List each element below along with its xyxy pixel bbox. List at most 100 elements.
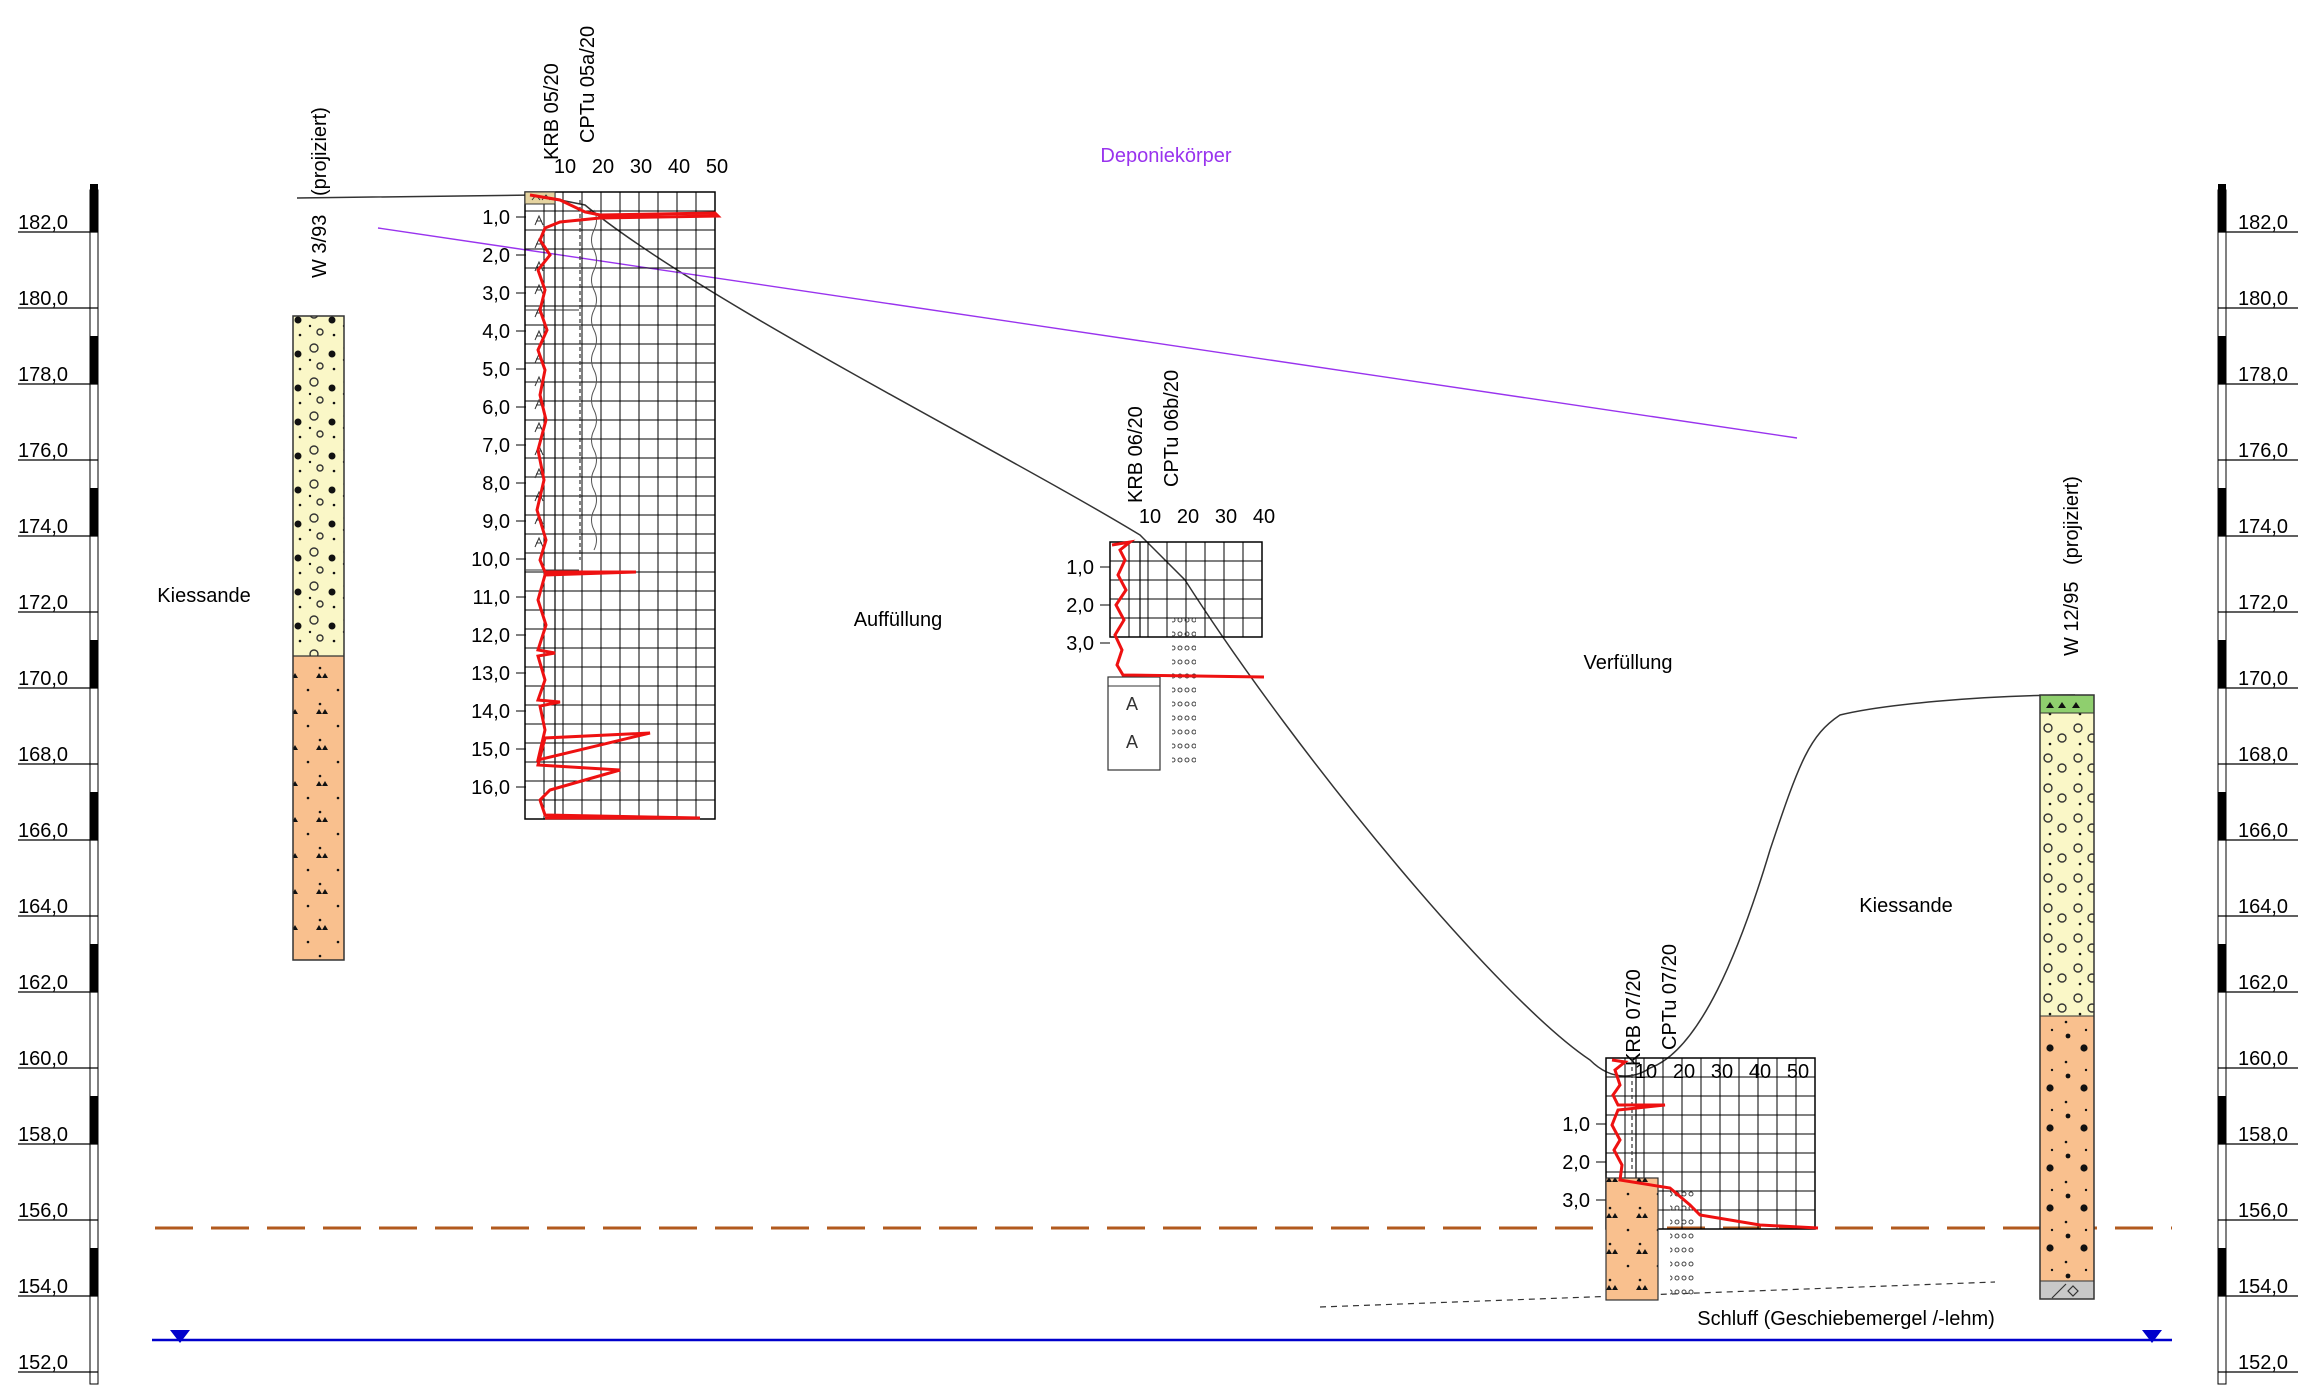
elevation-label: 164,0: [2238, 896, 2288, 918]
krb05-depth-labels: 1,02,03,04,05,06,07,08,09,010,011,012,01…: [471, 207, 526, 799]
qc-tick-label: 20: [592, 156, 614, 178]
borehole-krb07: KRB 07/20 CPTu 07/20 1,0 2,0 3,0 10 20 30 40 5…: [1562, 944, 1819, 1301]
borehole-w393: W 3/93 (projiziert): [292, 107, 345, 961]
qc-tick-label: 30: [1711, 1061, 1733, 1083]
krb07-cpt-curve: [1610, 1058, 1819, 1230]
elevation-label: 154,0: [18, 1276, 68, 1298]
depth-label: 15,0: [471, 739, 510, 761]
krb06-cpt-curve: [1111, 539, 1265, 679]
depth-label: 7,0: [482, 435, 510, 457]
qc-tick-label: 10: [1139, 506, 1161, 528]
qc-tick-label: 20: [1177, 506, 1199, 528]
elevation-label: 162,0: [2238, 972, 2288, 994]
elevation-label: 160,0: [2238, 1048, 2288, 1070]
svg-text:A: A: [1126, 732, 1138, 752]
w1295-layer-silt: [2040, 1281, 2094, 1299]
elevation-label: 156,0: [2238, 1200, 2288, 1222]
depth-label: 1,0: [1562, 1114, 1590, 1136]
zone-label-kiessande-left: Kiessande: [157, 585, 250, 607]
elevation-label: 164,0: [18, 896, 68, 918]
elevation-label: 178,0: [2238, 364, 2288, 386]
depth-label: 6,0: [482, 397, 510, 419]
qc-tick-label: 20: [1673, 1061, 1695, 1083]
krb07-qc-ticks: 10 20 30 40 50: [1635, 1061, 1809, 1083]
krb05-name: KRB 05/20: [541, 63, 563, 160]
krb07-cpt-name: CPTu 07/20: [1659, 944, 1681, 1050]
elevation-label: 170,0: [18, 668, 68, 690]
elevation-label: 152,0: [2238, 1352, 2288, 1374]
elevation-label: 172,0: [2238, 592, 2288, 614]
elevation-label: 182,0: [2238, 212, 2288, 234]
depth-label: 2,0: [1562, 1152, 1590, 1174]
elevation-label: 176,0: [2238, 440, 2288, 462]
krb07-depth-labels: 1,0 2,0 3,0: [1562, 1114, 1606, 1212]
elevation-axis-left: 182,0180,0178,0176,0174,0172,0170,0168,0…: [18, 184, 99, 1385]
depth-label: 2,0: [1066, 595, 1094, 617]
qc-tick-label: 40: [1749, 1061, 1771, 1083]
elevation-label: 166,0: [2238, 820, 2288, 842]
groundwater-marker-left: [170, 1330, 190, 1343]
depth-label: 3,0: [1066, 633, 1094, 655]
krb06-depth-labels: 1,0 2,0 3,0: [1066, 557, 1110, 655]
elevation-label: 178,0: [18, 364, 68, 386]
qc-tick-label: 30: [1215, 506, 1237, 528]
elevation-label: 182,0: [18, 212, 68, 234]
qc-tick-label: 50: [1787, 1061, 1809, 1083]
elevation-label: 152,0: [18, 1352, 68, 1374]
svg-text:A: A: [1126, 694, 1138, 714]
elevation-label: 180,0: [2238, 288, 2288, 310]
qc-tick-label: 10: [1635, 1061, 1657, 1083]
depth-label: 14,0: [471, 701, 510, 723]
krb06-name: KRB 06/20: [1125, 406, 1147, 503]
borehole-w393-note: (projiziert): [309, 107, 331, 196]
elevation-label: 168,0: [2238, 744, 2288, 766]
elevation-label: 174,0: [2238, 516, 2288, 538]
depth-label: 12,0: [471, 625, 510, 647]
depth-label: 13,0: [471, 663, 510, 685]
elevation-label: 158,0: [18, 1124, 68, 1146]
elevation-label: 158,0: [2238, 1124, 2288, 1146]
borehole-w1295-note: (projiziert): [2061, 476, 2083, 565]
zone-label-auffuellung: Auffüllung: [854, 609, 943, 631]
depth-label: 10,0: [471, 549, 510, 571]
elevation-label: 154,0: [2238, 1276, 2288, 1298]
depth-label: 5,0: [482, 359, 510, 381]
depth-label: 11,0: [473, 587, 510, 609]
elevation-label: 168,0: [18, 744, 68, 766]
depth-label: 2,0: [482, 245, 510, 267]
krb05-cpt-grid: [524, 191, 716, 820]
zone-label-verfuellung: Verfüllung: [1584, 652, 1673, 674]
qc-tick-label: 10: [554, 156, 576, 178]
landfill-boundary-line: [377, 227, 1798, 439]
elevation-label: 162,0: [18, 972, 68, 994]
depth-label: 16,0: [471, 777, 510, 799]
elevation-label: 176,0: [18, 440, 68, 462]
depth-label: 3,0: [1562, 1190, 1590, 1212]
depth-label: 3,0: [482, 283, 510, 305]
elevation-label: 156,0: [18, 1200, 68, 1222]
elevation-label: 160,0: [18, 1048, 68, 1070]
silt-boundary-line: [1319, 1281, 1996, 1308]
w1295-layer-topsoil: [2040, 695, 2094, 713]
borehole-w393-name: W 3/93: [309, 215, 331, 278]
elevation-axis-right: 182,0 180,0 178,0 176,0 174,0 172,0 170,0 168,0…: [2217, 184, 2298, 1385]
qc-tick-label: 30: [630, 156, 652, 178]
zone-label-schluff: Schluff (Geschiebemergel /-lehm): [1697, 1308, 1995, 1330]
zone-label-kiessande-right: Kiessande: [1859, 895, 1952, 917]
depth-label: 1,0: [1066, 557, 1094, 579]
borehole-krb05: KRB 05/20 CPTu 05a/20 1,0 2,0 3,0 4,0 5,0 6,0…: [471, 26, 728, 820]
elevation-label: 180,0: [18, 288, 68, 310]
depth-label: 1,0: [482, 207, 510, 229]
krb05-cpt-name: CPTu 05a/20: [577, 26, 599, 143]
depth-label: 4,0: [482, 321, 510, 343]
elevation-label: 166,0: [18, 820, 68, 842]
elevation-label: 170,0: [2238, 668, 2288, 690]
qc-tick-label: 50: [706, 156, 728, 178]
qc-tick-label: 40: [1253, 506, 1275, 528]
borehole-w1295: W 12/95 (projiziert): [2039, 476, 2095, 1300]
elevation-label: 174,0: [18, 516, 68, 538]
krb07-name: KRB 07/20: [1623, 969, 1645, 1066]
